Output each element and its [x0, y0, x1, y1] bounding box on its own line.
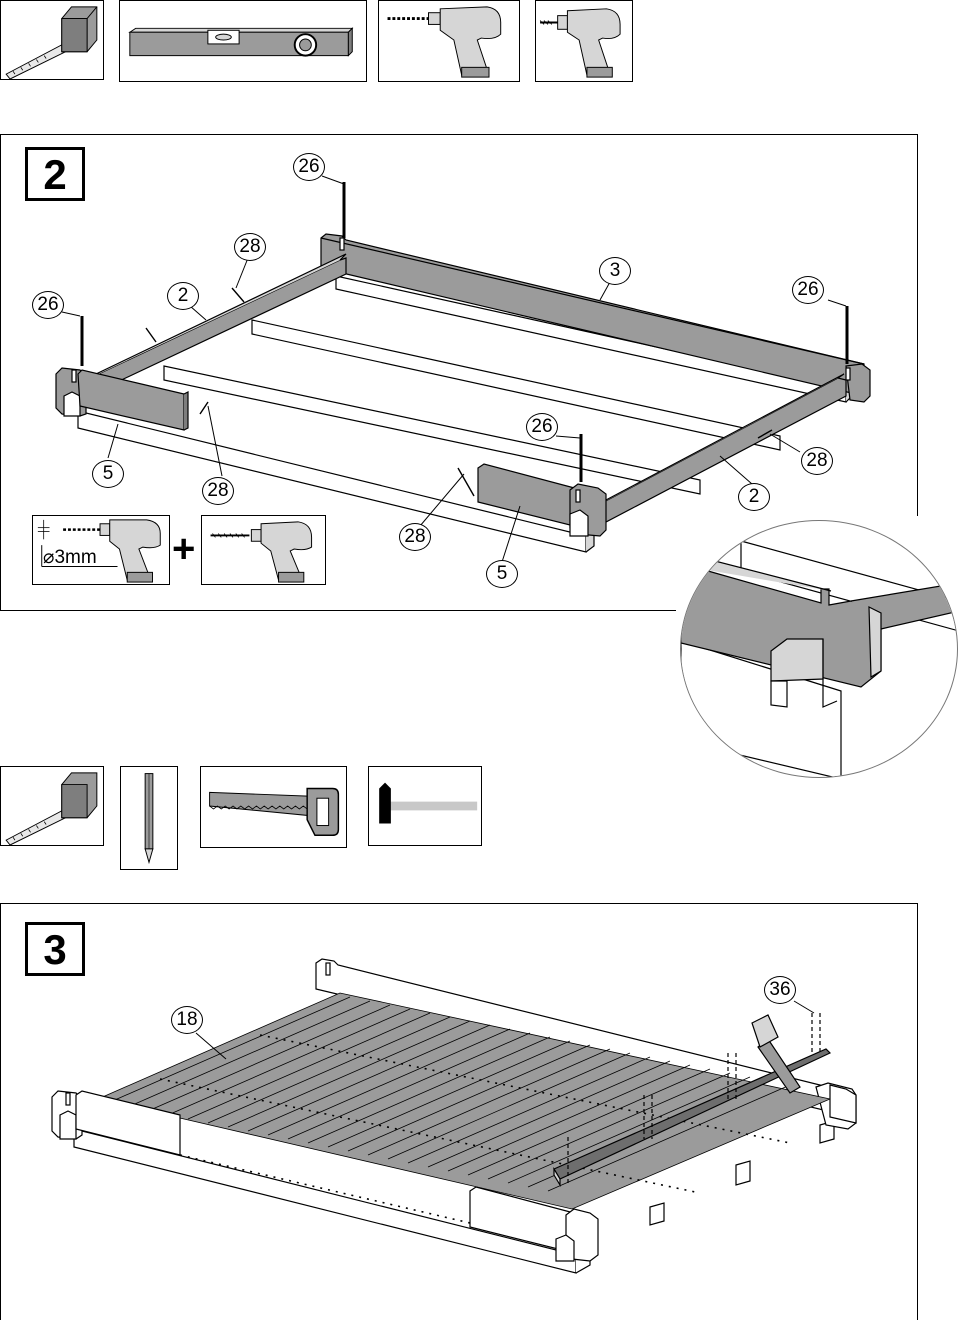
joint-detail-circle: [680, 520, 958, 778]
callout-28-front: 28: [399, 523, 431, 551]
screwdriver-drill-tool: [535, 0, 633, 82]
handsaw-icon: [201, 767, 346, 847]
callout-28-right: 28: [801, 447, 833, 475]
callout-2-right: 2: [738, 483, 770, 511]
hammer-icon: [369, 767, 481, 845]
joist-group: [78, 276, 852, 552]
rail-3: [321, 234, 870, 402]
spirit-level-icon: [120, 1, 366, 81]
callout-26-front: 26: [526, 413, 558, 441]
tape-measure-tool: [0, 0, 104, 80]
callout-5-left: 5: [92, 460, 124, 488]
hammer-tool: [368, 766, 482, 846]
tape-measure-icon: [1, 1, 103, 79]
tape-measure-icon: [1, 767, 103, 845]
tape-measure-tool-2: [0, 766, 104, 846]
drill-bit-icon: [379, 1, 519, 81]
screw-inset: [201, 515, 326, 585]
callout-28-left-bottom: 28: [202, 477, 234, 505]
plus-sign: +: [172, 525, 195, 573]
spirit-level-tool: [119, 0, 367, 82]
pencil-icon: [121, 767, 177, 869]
screwdriver-drill-icon: [536, 1, 632, 81]
joint-detail-drawing: [681, 521, 958, 778]
drill-bit-size-label: ⌀3mm: [43, 546, 97, 569]
predrill-inset: ⌀3mm: [32, 515, 170, 585]
pencil-tool: [120, 766, 178, 870]
screwdriver-icon: [202, 516, 325, 584]
step-3-floor-diagram: [0, 903, 918, 1320]
callout-36: 36: [764, 976, 796, 1004]
callout-5-right: 5: [486, 560, 518, 588]
decking-boards: [98, 993, 830, 1223]
drill-with-bit-tool: [378, 0, 520, 82]
callout-28-top: 28: [234, 233, 266, 261]
callout-26-top: 26: [293, 153, 325, 181]
joist-mid-2: [164, 366, 700, 494]
callout-26-right: 26: [792, 276, 824, 304]
callout-18: 18: [171, 1006, 203, 1034]
joist-back: [336, 276, 846, 402]
rail-2-left: [90, 254, 346, 392]
callout-26-left: 26: [32, 291, 64, 319]
callout-3: 3: [599, 257, 631, 285]
callout-2-left: 2: [167, 282, 199, 310]
handsaw-tool: [200, 766, 347, 848]
